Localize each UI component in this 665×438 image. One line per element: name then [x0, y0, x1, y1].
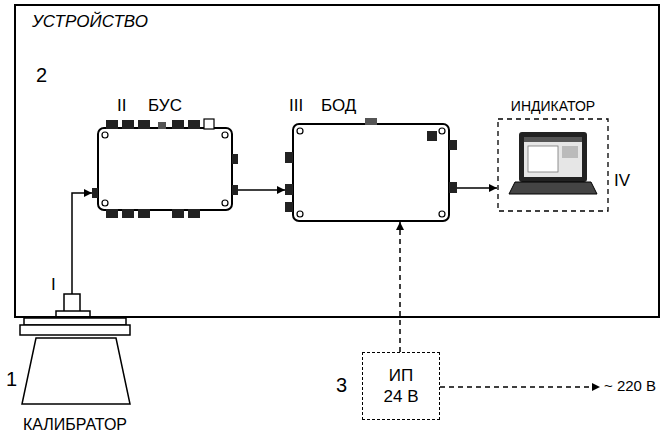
sensor-body	[64, 294, 80, 312]
cable-gland	[138, 209, 150, 218]
lug	[204, 119, 214, 129]
power-supply-box: ИП 24 В	[362, 352, 440, 420]
screw	[102, 132, 108, 138]
screw	[439, 211, 445, 217]
lug	[365, 118, 377, 125]
side-gland	[285, 202, 293, 212]
laptop-bezel	[519, 132, 587, 182]
side-gland	[449, 140, 457, 150]
box-body	[98, 128, 232, 210]
callout-number: IV	[614, 172, 630, 191]
screw	[297, 128, 303, 134]
processing-box-drawing	[285, 118, 457, 222]
indicator-lamp	[427, 131, 437, 141]
frame-title: УСТРОЙСТВО	[32, 12, 148, 32]
side-gland	[232, 154, 238, 164]
unit-heading: ИНДИКАТОР	[497, 96, 609, 118]
cable-gland	[188, 120, 200, 129]
calibrator-plate	[24, 318, 126, 325]
screw	[297, 211, 303, 217]
indicator-box: ИНДИКАТОР	[497, 96, 609, 212]
side-gland	[449, 182, 457, 193]
cable-gland	[122, 209, 134, 218]
mains-wire	[440, 386, 600, 387]
callout-number: I	[51, 276, 56, 295]
callout-number: 1	[6, 368, 17, 390]
connector-arrow	[457, 187, 497, 189]
callout-number: 3	[336, 374, 347, 396]
sensor-wire	[72, 193, 92, 294]
callout-number: II	[117, 97, 126, 116]
laptop-screen	[524, 137, 582, 177]
cable-gland	[122, 120, 134, 129]
mains-label: ~ 220 В	[604, 378, 656, 395]
calibrator-name: КАЛИБРАТОР	[23, 415, 127, 434]
device-frame: УСТРОЙСТВО БУС БОД ИНДИКАТОР	[14, 4, 660, 318]
cable-gland	[106, 120, 118, 129]
laptop-base	[509, 182, 597, 194]
connector-arrow	[238, 189, 285, 191]
screen-bar	[524, 137, 582, 142]
indicator-drawing	[497, 118, 609, 212]
connector-arrow	[399, 222, 401, 352]
calibrator: КАЛИБРАТОР	[8, 316, 142, 436]
side-gland	[92, 188, 98, 198]
screw	[222, 132, 228, 138]
cable-gland	[138, 120, 150, 129]
side-gland	[285, 152, 293, 163]
power-supply-text: ИП 24 В	[378, 365, 424, 408]
dashed-outline	[498, 119, 608, 211]
unit-box: БУС	[92, 96, 238, 220]
screw	[222, 200, 228, 206]
calibrator-drawing	[8, 316, 142, 408]
unit-heading: БУС	[92, 96, 238, 118]
unit-heading: БОД	[285, 96, 457, 118]
cable-gland	[106, 209, 118, 218]
screw	[439, 128, 445, 134]
lug	[158, 122, 166, 129]
cable-gland	[172, 209, 184, 218]
screen-window	[562, 146, 578, 158]
side-gland	[232, 185, 238, 195]
side-gland	[285, 184, 293, 195]
junction-box-drawing	[92, 118, 238, 220]
cable-gland	[188, 209, 200, 218]
callout-number: 2	[36, 64, 47, 86]
unit-box: БОД	[285, 96, 457, 222]
screw	[102, 200, 108, 206]
callout-number: III	[289, 97, 303, 116]
calibrator-body	[22, 338, 130, 404]
cable-gland	[172, 120, 184, 129]
calibrator-plate	[20, 325, 130, 335]
screen-window	[528, 146, 558, 172]
box-body	[293, 124, 449, 221]
